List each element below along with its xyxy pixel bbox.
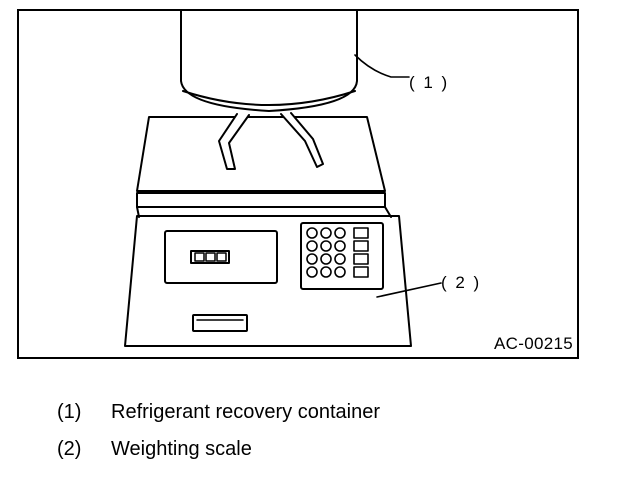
keypad-panel [300,222,384,290]
legend-item-1: (1) Refrigerant recovery container [57,401,380,424]
recovery-container [180,11,358,112]
callout-2: ( 2 ) [441,273,482,292]
keypad-buttons [306,227,369,278]
callout-1: ( 1 ) [409,73,450,92]
container-stand-left [218,113,250,170]
scale-platform [136,116,386,192]
leader-line-2 [376,282,442,298]
figure-frame: ( 1 ) ( 2 ) AC-00215 [17,9,579,359]
display-readout [190,250,230,264]
container-stand-right [280,112,324,168]
figure-code: AC-00215 [494,334,573,353]
scale-platform-side [136,192,386,208]
legend-number: (1) [57,401,82,423]
legend-number: (2) [57,438,82,460]
legend-item-2: (2) Weighting scale [57,438,252,461]
scale-illustration [124,11,442,347]
leader-line-1 [354,54,410,78]
legend-text: Weighting scale [111,438,252,460]
handle-slot [192,314,248,332]
legend-text: Refrigerant recovery container [111,401,381,423]
